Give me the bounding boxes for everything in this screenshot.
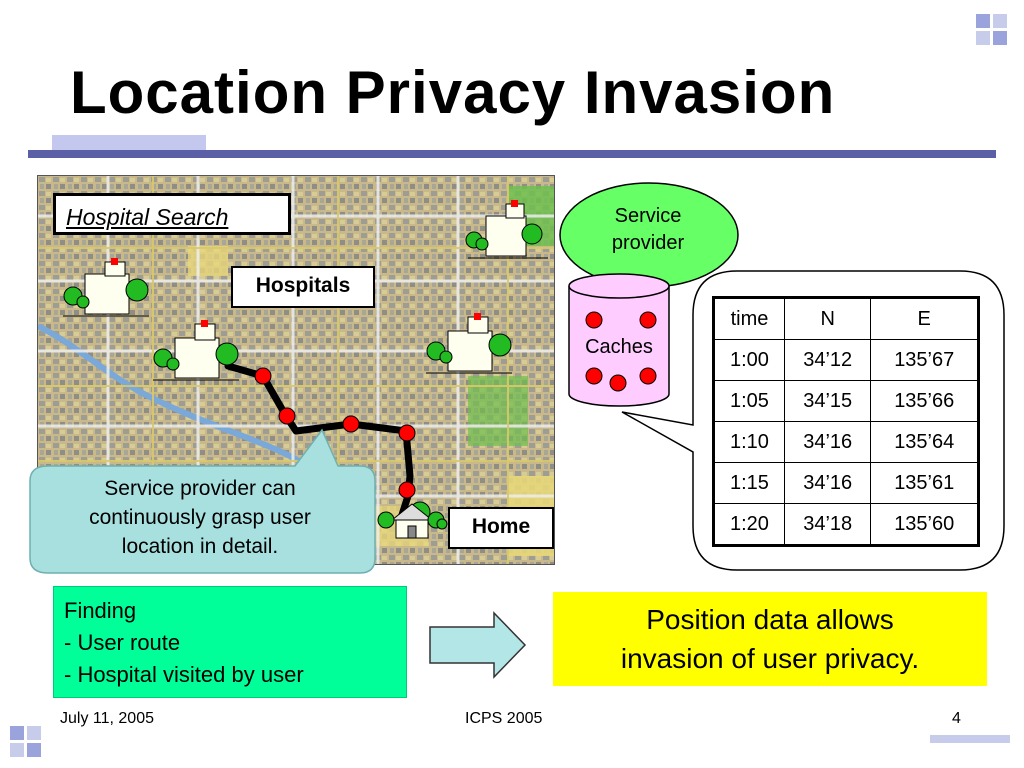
table-row: 1:00 34’12 135’67	[713, 339, 979, 381]
location-log-table: time N E 1:00 34’12 135’67 1:05 34’15 13…	[712, 296, 980, 547]
conclusion-line-1: Position data allows	[646, 604, 894, 635]
footer-conference: ICPS 2005	[465, 710, 543, 727]
table-row: 1:05 34’15 135’66	[713, 380, 979, 422]
title-underline-bar	[28, 150, 996, 158]
hospital-icon	[63, 258, 149, 317]
corner-decoration-bottom-left-4	[27, 743, 41, 757]
corner-decoration-top-right-2	[993, 14, 1007, 28]
finding-box: Finding - User route - Hospital visited …	[53, 586, 407, 698]
table-header-cell: time	[713, 297, 785, 340]
table-cell: 1:10	[713, 421, 785, 463]
hospital-icon	[153, 320, 239, 381]
table-cell: 1:15	[713, 462, 785, 504]
table-row: 1:10 34’16 135’64	[713, 421, 979, 463]
home-icon	[377, 501, 448, 539]
corner-decoration-bottom-left-2	[27, 726, 41, 740]
right-arrow	[429, 611, 527, 679]
callout-line-2: continuously grasp user	[89, 506, 311, 529]
table-cell: 1:05	[713, 380, 785, 422]
conclusion-line-2: invasion of user privacy.	[620, 643, 920, 674]
callout-bubble	[29, 428, 376, 574]
callout-text: Service provider can continuously grasp …	[40, 474, 360, 561]
table-row: 1:20 34’18 135’60	[713, 503, 979, 546]
table-cell: 135’61	[870, 462, 979, 504]
footer-page-number: 4	[952, 710, 961, 727]
table-cell: 135’60	[870, 503, 979, 546]
finding-item-route: - User route	[64, 630, 181, 655]
table-header-cell: E	[870, 297, 979, 340]
callout-line-3: location in detail.	[121, 535, 279, 558]
table-cell: 34’16	[783, 462, 872, 504]
table-cell: 34’16	[783, 421, 872, 463]
table-cell: 34’12	[783, 339, 872, 381]
hospital-search-label: Hospital Search	[53, 193, 291, 235]
caches-label: Caches	[585, 336, 653, 358]
corner-decoration-top-right-4	[993, 31, 1007, 45]
finding-heading: Finding	[64, 598, 137, 623]
table-cell: 34’18	[783, 503, 872, 546]
callout-line-1: Service provider can	[104, 477, 296, 500]
title-accent-bar	[52, 135, 206, 150]
hospital-icon	[426, 313, 512, 374]
table-header-row: time N E	[713, 297, 979, 340]
table-cell: 1:20	[713, 503, 785, 546]
service-provider-text: Service provider	[578, 203, 718, 257]
hospitals-label: Hospitals	[231, 266, 375, 308]
finding-item-hospital: - Hospital visited by user	[64, 662, 304, 687]
home-label: Home	[448, 507, 554, 549]
service-provider-line-1: Service	[614, 205, 682, 227]
table-cell: 1:00	[713, 339, 785, 381]
corner-decoration-bottom-left-3	[10, 743, 24, 757]
corner-decoration-bottom-left-1	[10, 726, 24, 740]
conclusion-box: Position data allows invasion of user pr…	[553, 592, 987, 686]
table-cell: 34’15	[783, 380, 872, 422]
footer-date: July 11, 2005	[60, 710, 154, 727]
hospital-icon	[465, 200, 548, 259]
corner-decoration-top-right-3	[976, 31, 990, 45]
table-header-cell: N	[783, 297, 872, 340]
table-row: 1:15 34’16 135’61	[713, 462, 979, 504]
service-provider-line-2: provider	[611, 232, 685, 254]
slide-title: Location Privacy Invasion	[70, 59, 836, 126]
corner-decoration-top-right-1	[976, 14, 990, 28]
table-cell: 135’64	[870, 421, 979, 463]
footer-bar-decoration	[930, 735, 1010, 743]
table-cell: 135’66	[870, 380, 979, 422]
table-cell: 135’67	[870, 339, 979, 381]
